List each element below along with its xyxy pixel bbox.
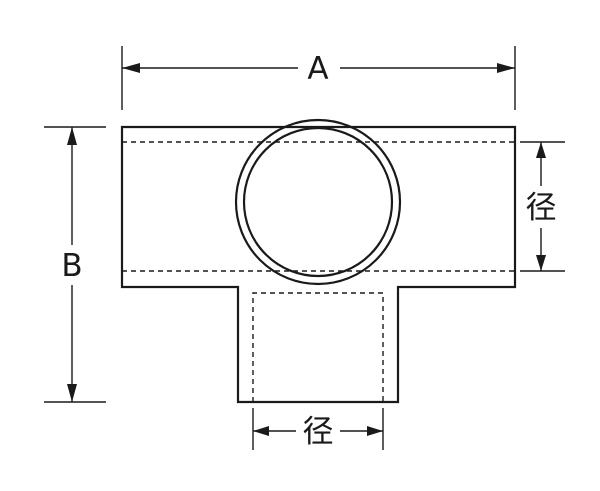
dim-dia-bottom-arrow-right	[367, 426, 383, 436]
branch-hidden-bore	[252, 292, 384, 402]
dim-a-arrow-left	[122, 63, 140, 73]
dim-a-label: A	[307, 51, 328, 87]
pipe-inner-circle	[242, 126, 394, 278]
dim-dia-right-label: 径	[526, 190, 557, 226]
dim-dia-right-arrow-top	[536, 142, 546, 158]
dim-a-arrow-right	[497, 63, 515, 73]
dim-b-label: B	[61, 248, 82, 284]
dim-dia-bottom-label: 径	[303, 414, 334, 450]
dim-b-arrow-top	[67, 127, 77, 145]
dim-dia-right-arrow-bottom	[536, 255, 546, 271]
dim-b-arrow-bottom	[67, 384, 77, 402]
dim-dia-bottom-arrow-left	[253, 426, 269, 436]
pipe-outer-circle	[234, 118, 402, 286]
tee-outline	[120, 125, 517, 404]
